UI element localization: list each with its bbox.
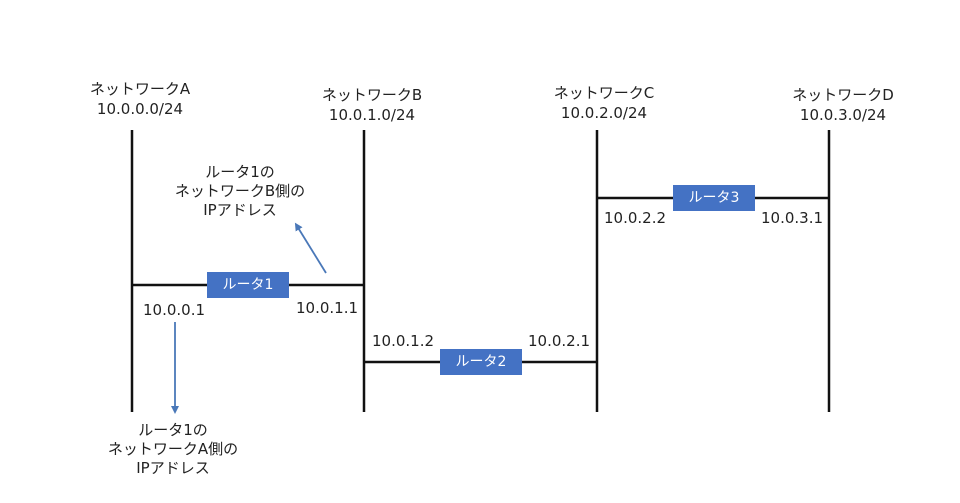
network-a-address: 10.0.0.0/24 [96, 100, 184, 118]
network-b-name: ネットワークB [321, 86, 423, 104]
annotation-b-line-1: ルータ1の [205, 163, 275, 181]
annotation-b-line-2: ネットワークB側の [174, 182, 306, 200]
annotation-a-line-3: IPアドレス [136, 459, 210, 477]
network-d-name: ネットワークD [792, 86, 894, 104]
annotation-a-line-2: ネットワークA側の [107, 440, 239, 458]
network-c-name: ネットワークC [553, 84, 655, 102]
router3-box [673, 185, 755, 211]
router1-left-ip: 10.0.0.1 [143, 301, 206, 319]
router2-label: ルータ2 [455, 354, 507, 370]
network-b-label: ネットワークB 10.0.1.0/24 [322, 85, 422, 125]
annotation-b-line-3: IPアドレス [203, 201, 277, 219]
network-d-address: 10.0.3.0/24 [799, 106, 887, 124]
b-side-arrow [294, 222, 327, 274]
annotation-a-side: ルータ1の ネットワークA側の IPアドレス [108, 421, 238, 478]
network-b-address: 10.0.1.0/24 [328, 106, 416, 124]
network-a-label: ネットワークA 10.0.0.0/24 [90, 79, 190, 119]
router1-right-ip: 10.0.1.1 [296, 299, 359, 317]
router3-right-ip: 10.0.3.1 [761, 209, 824, 227]
annotation-a-line-1: ルータ1の [138, 421, 208, 439]
router1-box [207, 272, 289, 298]
annotation-b-side: ルータ1の ネットワークB側の IPアドレス [175, 163, 305, 220]
router2-left-ip: 10.0.1.2 [372, 332, 435, 350]
router1-label: ルータ1 [222, 277, 274, 293]
router2-box [440, 349, 522, 375]
network-c-address: 10.0.2.0/24 [560, 104, 648, 122]
router3-label: ルータ3 [688, 190, 740, 206]
router3-left-ip: 10.0.2.2 [604, 209, 667, 227]
router2-right-ip: 10.0.2.1 [528, 332, 591, 350]
network-a-name: ネットワークA [89, 80, 191, 98]
network-c-label: ネットワークC 10.0.2.0/24 [554, 83, 654, 123]
network-d-label: ネットワークD 10.0.3.0/24 [792, 85, 894, 125]
